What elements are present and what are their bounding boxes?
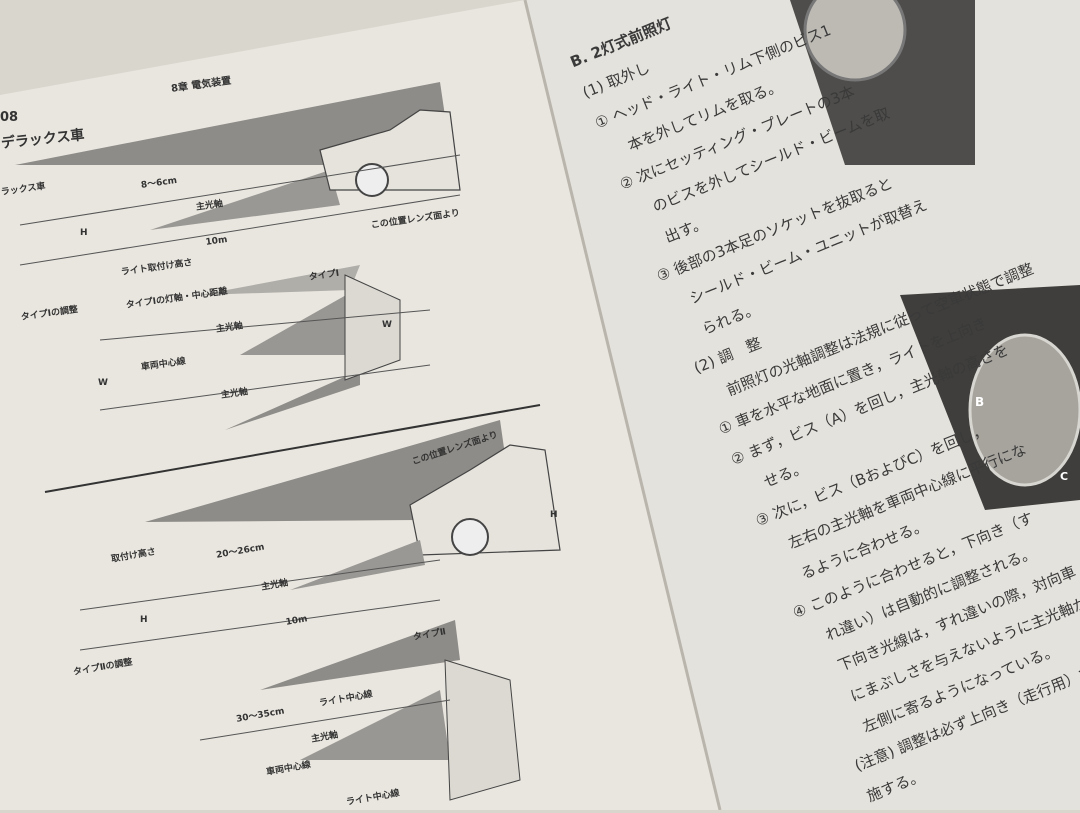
beam-shape-7 [290,540,425,590]
headlight-lens-1 [803,0,907,82]
ground-line-1 [19,194,461,266]
page-number: 08 [0,110,19,125]
beam-shape-8 [260,620,460,690]
car-body-1 [319,109,461,191]
headlight-front-2 [444,659,521,801]
right-page [525,0,1080,810]
label: H [550,510,558,520]
wheel-2 [451,518,489,556]
label: W [98,378,108,388]
axis-line-4 [79,559,441,611]
photo-label-b: B [975,395,985,409]
beam-shape-3 [200,265,360,295]
page-gutter [523,0,722,810]
axis-line-3 [99,364,431,411]
wheel-1 [355,163,389,197]
beam-shape-5 [225,370,360,430]
beam-shape-9 [300,690,450,760]
left-page [0,0,720,810]
label: H [140,615,148,625]
beam-shape-2 [150,170,340,230]
axis-line-6 [199,699,451,741]
photo-label-c: C [1060,470,1069,483]
headlight-lens-2 [968,333,1080,487]
headlight-front-1 [344,274,401,381]
ground-line-2 [44,404,541,493]
axis-line-2 [99,309,431,341]
label: H [80,228,88,238]
axis-line-5 [79,599,441,651]
beam-shape-6 [145,420,510,522]
beam-shape-4 [240,290,360,355]
axis-line-1 [19,154,461,226]
label: W [382,320,392,330]
